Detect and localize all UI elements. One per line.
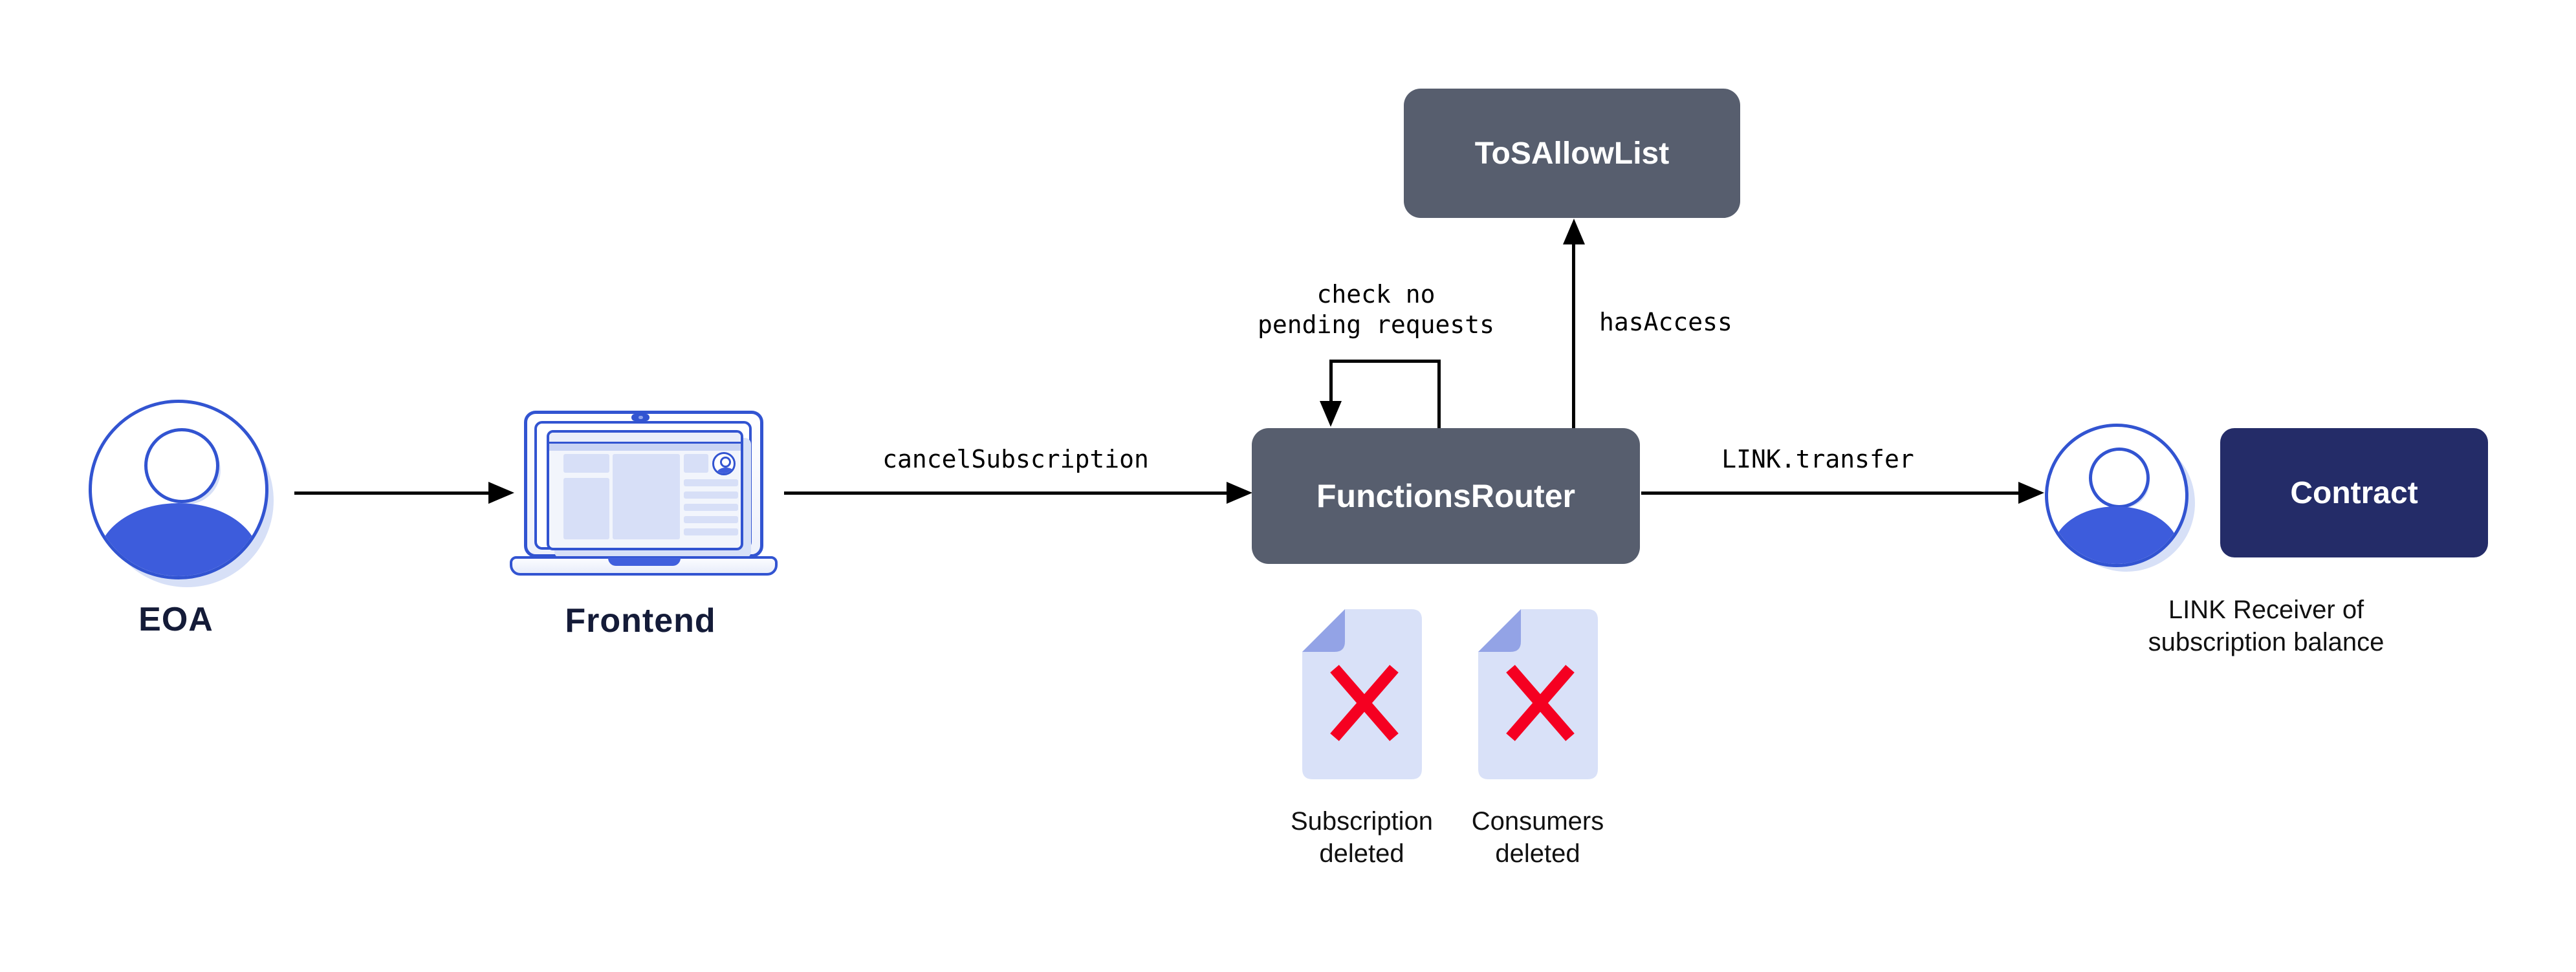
eoa-avatar-head <box>144 428 219 503</box>
arrowhead-eoa-frontend <box>488 482 514 504</box>
loop-top-line <box>1329 360 1441 363</box>
consumers-deleted-document-icon <box>1478 609 1598 779</box>
arrow-has-access-line <box>1572 242 1575 428</box>
browser-content-block <box>563 478 609 539</box>
arrow-eoa-frontend <box>294 491 490 495</box>
frontend-label: Frontend <box>565 602 716 640</box>
arrow-link-transfer <box>1641 491 2020 495</box>
consumers-deleted-label: Consumers deleted <box>1471 807 1604 868</box>
receiver-avatar-body <box>2053 506 2179 564</box>
browser-content-row <box>684 479 738 486</box>
loop-left-line <box>1329 360 1333 402</box>
subscription-deleted-document-icon <box>1302 609 1422 779</box>
browser-user-avatar-icon <box>712 452 736 475</box>
functions-router-node: FunctionsRouter <box>1252 428 1640 564</box>
browser-content-block <box>684 454 708 473</box>
eoa-label: EOA <box>138 601 213 638</box>
receiver-avatar-icon <box>2045 424 2189 567</box>
arrow-cancel-subscription <box>784 491 1228 495</box>
browser-content-row <box>684 516 738 523</box>
browser-title-bar <box>549 433 741 444</box>
contract-label: Contract <box>2290 475 2418 510</box>
cancel-subscription-edge-label: cancelSubscription <box>882 445 1149 473</box>
browser-toolbar <box>549 444 741 451</box>
browser-content-row <box>684 491 738 499</box>
link-transfer-edge-label: LINK.transfer <box>1721 445 1914 473</box>
subscription-deleted-label: Subscription deleted <box>1290 807 1434 868</box>
has-access-edge-label: hasAccess <box>1599 308 1732 336</box>
browser-content-row <box>684 504 738 511</box>
laptop-browser-window <box>547 430 743 550</box>
browser-content-block <box>563 454 609 473</box>
browser-content-block <box>613 454 680 539</box>
tos-allow-list-node: ToSAllowList <box>1404 89 1740 218</box>
laptop-webcam <box>631 414 649 421</box>
check-pending-edge-label: check no pending requests <box>1257 280 1495 339</box>
browser-content-row <box>684 528 738 535</box>
arrowhead-cancel-subscription <box>1227 482 1252 504</box>
link-receiver-caption: LINK Receiver of subscription balance <box>2148 596 2385 656</box>
contract-node: Contract <box>2220 428 2488 557</box>
laptop-base-notch <box>608 557 681 566</box>
arrowhead-loop <box>1320 401 1342 427</box>
functions-router-label: FunctionsRouter <box>1316 478 1575 514</box>
eoa-avatar-icon <box>89 400 268 579</box>
receiver-avatar-head <box>2089 448 2150 508</box>
arrowhead-has-access <box>1563 219 1585 244</box>
loop-right-line <box>1437 360 1441 428</box>
eoa-avatar-body <box>98 503 259 576</box>
arrowhead-link-transfer <box>2018 482 2044 504</box>
tos-allow-list-label: ToSAllowList <box>1474 136 1670 171</box>
